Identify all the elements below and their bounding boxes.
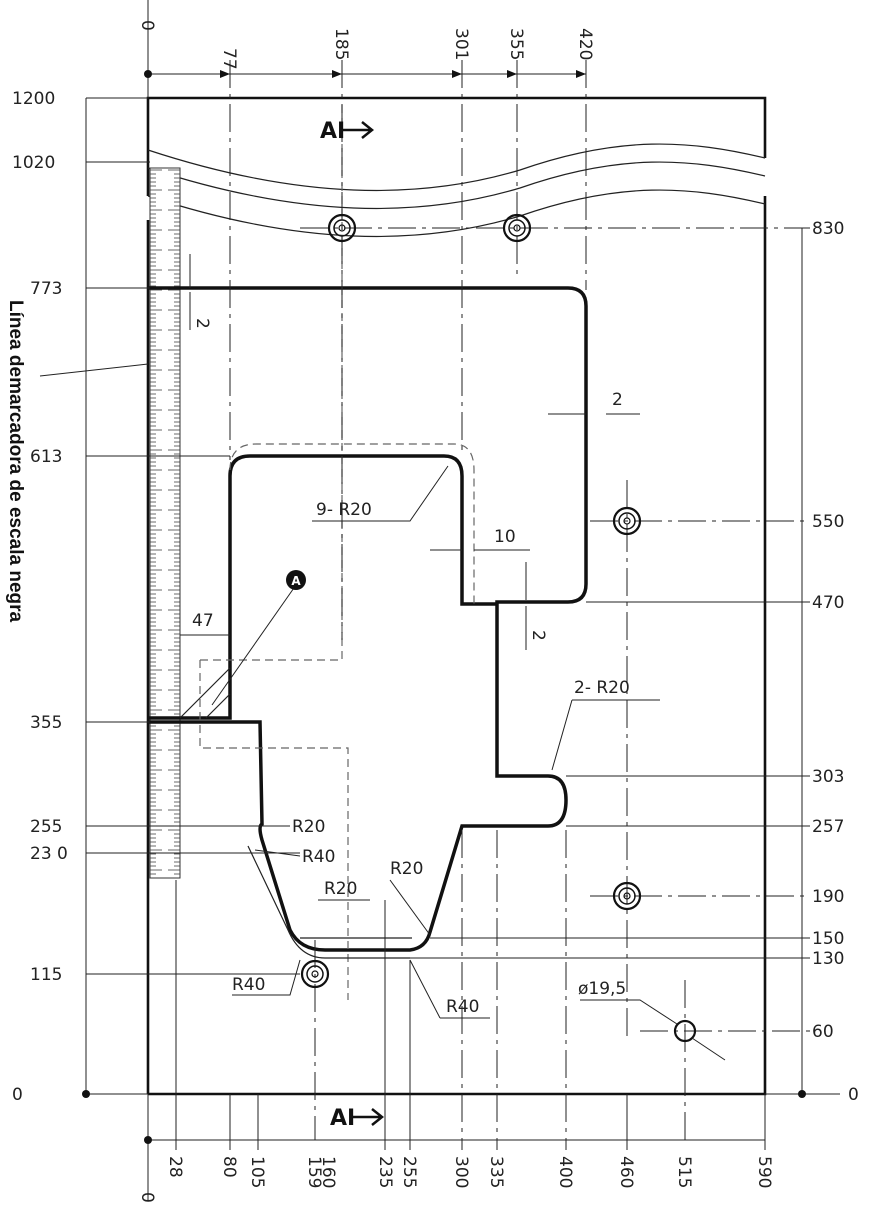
bottom-dim-labels: 0 28 80 105 160 159 235 255 300 335 400 … [137,1156,774,1203]
right-dim-130: 130 [812,949,844,969]
bottom-dim-255: 255 [399,1156,419,1188]
top-dim-301: 301 [451,28,471,60]
top-dim-0: 0 [137,20,157,31]
callout-labels: 9- R20 2- R20 2 10 2 2 47 R20 R40 R20 R2… [192,318,630,1017]
left-dim-613: 613 [30,447,62,467]
right-dim-470: 470 [812,593,844,613]
section-bottom-label: AI [330,1106,355,1131]
callout-9-r20: 9- R20 [316,500,372,520]
left-dim-1200: 1200 [12,89,55,109]
right-dim-830: 830 [812,219,844,239]
centerlines [229,60,810,1150]
marker-a-label: A [291,574,301,588]
holes [300,213,697,1043]
right-dim-550: 550 [812,512,844,532]
section-marker-bottom: AI [330,1106,385,1131]
bottom-dim-235: 235 [375,1156,395,1188]
bottom-dim-590: 590 [754,1156,774,1188]
callout-r20-a: R20 [292,817,325,837]
marker-a: A [286,570,306,590]
bottom-dim-0: 0 [137,1192,157,1203]
hole-159-115 [300,959,330,989]
bottom-dim-515: 515 [674,1156,694,1188]
bottom-dim-460: 460 [616,1156,636,1188]
callout-gap-10: 10 [494,527,516,547]
section-marker-top: AI [320,119,375,144]
hole-355-830 [502,213,532,243]
bottom-dim-160: 160 [318,1156,338,1188]
bottom-dim-300: 300 [451,1156,471,1188]
left-dim-355: 355 [30,713,62,733]
right-dim-257: 257 [812,817,844,837]
right-dim-150: 150 [812,929,844,949]
section-top-label: AI [320,119,345,144]
callout-leaders [180,254,726,1061]
callout-r20-b: R20 [324,879,357,899]
left-dim-0: 0 [12,1085,23,1105]
bottom-dim-28: 28 [165,1156,185,1178]
right-dim-60: 60 [812,1022,834,1042]
cutout-outline [148,100,588,1000]
callout-2-r20: 2- R20 [574,678,630,698]
callout-gap-2-mid: 2 [528,630,548,641]
bottom-dimension-lines [144,880,766,1200]
bottom-dim-400: 400 [555,1156,575,1188]
top-dim-labels: 0 77 185 301 355 420 [137,20,595,70]
left-dim-115: 115 [30,965,62,985]
bottom-dim-159: 159 [304,1156,324,1188]
top-dimension-lines [144,0,586,98]
callout-gap-2-top: 2 [192,318,212,329]
callout-r40-c: R40 [446,997,479,1017]
callout-gap-47: 47 [192,611,214,631]
left-dim-255: 255 [30,817,62,837]
hole-515-60 [673,1019,697,1043]
right-dim-303: 303 [812,767,844,787]
left-dim-labels: 1200 1020 773 613 355 255 23 0 115 0 [12,89,68,1105]
right-dim-0: 0 [848,1085,859,1105]
right-dim-labels: 830 550 470 303 257 190 150 130 60 0 [812,219,859,1105]
callout-r40-a: R40 [302,847,335,867]
bottom-dim-105: 105 [247,1156,267,1188]
hole-460-190 [612,881,642,911]
right-dim-190: 190 [812,887,844,907]
hole-460-550 [612,506,642,536]
callout-r40-b: R40 [232,975,265,995]
scale-ruler [149,167,181,879]
left-dim-1020: 1020 [12,153,55,173]
top-dim-355: 355 [506,28,526,60]
callout-hole-dia: ø19,5 [578,979,626,999]
top-dim-185: 185 [331,28,351,60]
left-dim-773: 773 [30,279,62,299]
right-dimension-lines [410,228,840,1098]
bottom-dim-335: 335 [486,1156,506,1188]
left-dim-230: 23 0 [30,844,68,864]
panel-outline [146,96,767,1096]
hole-185-830 [327,213,357,243]
side-label: Línea demarcadora de escala negra [5,300,26,623]
callout-r20-c: R20 [390,859,423,879]
left-dimension-lines [39,97,300,1098]
callout-gap-2-right: 2 [612,390,623,410]
top-dim-420: 420 [575,28,595,60]
top-dim-77: 77 [219,48,239,70]
bottom-dim-80: 80 [219,1156,239,1178]
